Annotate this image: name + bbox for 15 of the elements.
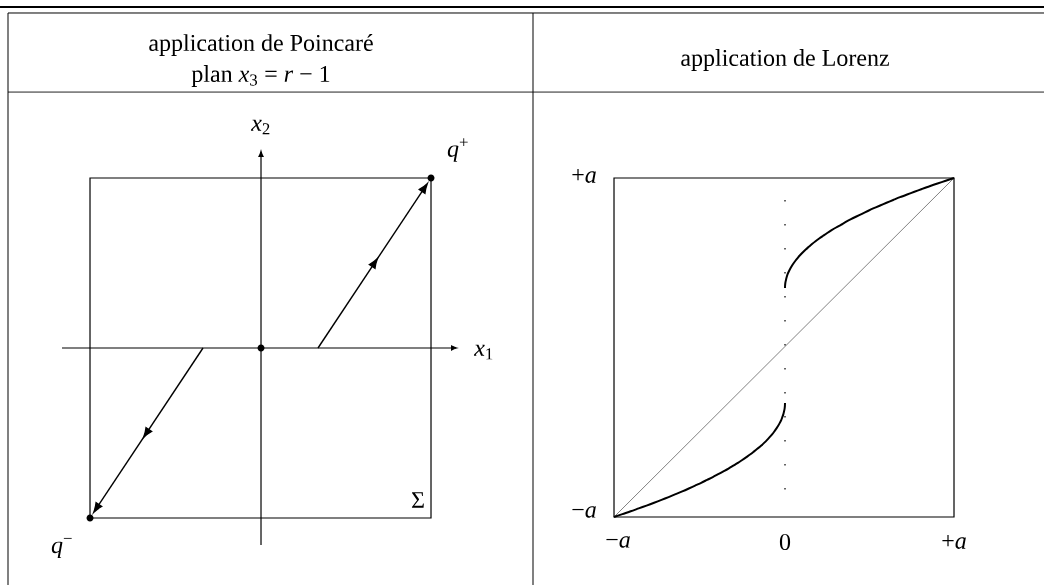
tick-label: 0 [779, 533, 791, 551]
tick-label: −a [572, 506, 596, 518]
tick-label: −a [606, 536, 630, 548]
trajectory-arrow [93, 347, 204, 514]
point-label: q$^{+}$ [447, 138, 468, 162]
tick-label: +a [942, 535, 966, 549]
column-header: application de Poincaré [149, 34, 373, 56]
axis-label: x$_{2}$ [250, 119, 270, 135]
trajectory-arrow [317, 182, 428, 349]
tick-label: +a [572, 169, 596, 183]
column-header: application de Lorenz [681, 49, 889, 71]
plane-label: Σ [411, 492, 424, 508]
point-label: q$^{−}$ [51, 537, 72, 559]
column-header: plan x$_{3}$ = r − 1 [191, 65, 330, 87]
axis-label: x$_{1}$ [473, 344, 493, 360]
